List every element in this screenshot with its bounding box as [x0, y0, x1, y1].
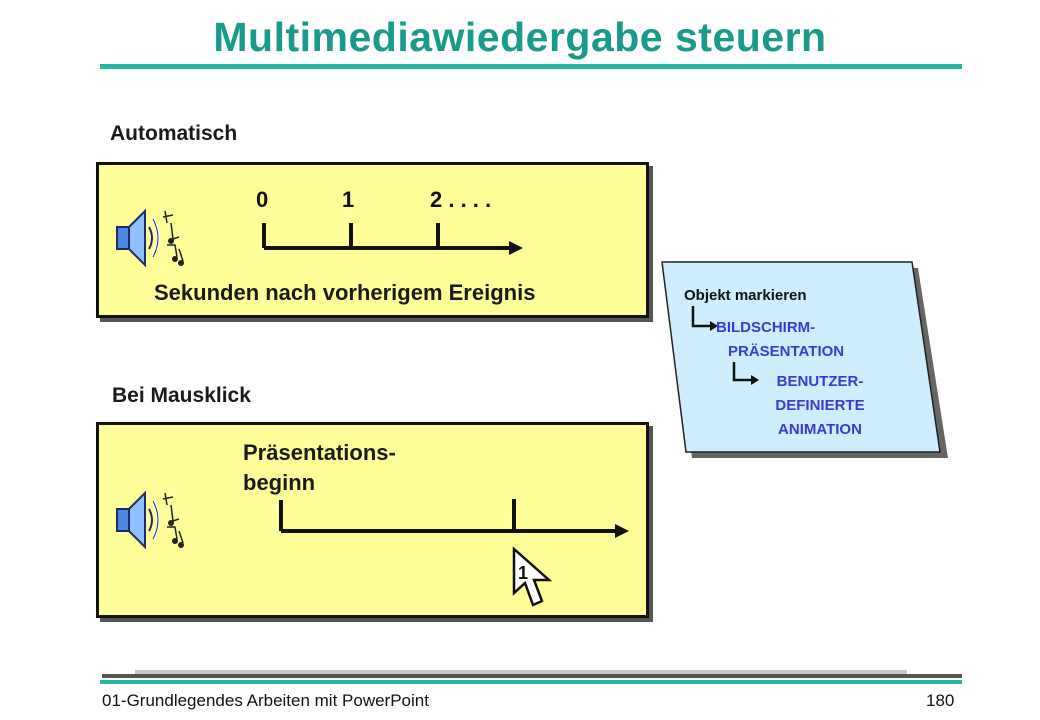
menu-step-slideshow-line2: PRÄSENTATION — [728, 343, 845, 360]
mouse-click-caption-line1: Präsentations- — [243, 440, 396, 465]
menu-step-select-object: Objekt markieren — [684, 287, 807, 304]
tick-label-2: 2 . . . . — [430, 187, 492, 212]
menu-path-callout: Objekt markieren BILDSCHIRM- PRÄSENTATIO… — [656, 258, 956, 468]
tick-label-1: 1 — [342, 187, 355, 212]
mouse-click-heading: Bei Mausklick — [112, 384, 251, 407]
menu-step-custom-animation-line1: BENUTZER- — [776, 373, 864, 390]
automatic-heading: Automatisch — [110, 122, 238, 145]
footer-page-number: 180 — [926, 691, 955, 710]
speaker-icon — [116, 208, 184, 268]
menu-path-arrows — [691, 306, 759, 385]
speaker-icon — [116, 490, 184, 550]
menu-step-custom-animation-line2: DEFINIERTE — [775, 397, 865, 414]
music-notes-icon — [162, 210, 184, 266]
title-divider — [100, 64, 962, 69]
mouse-click-caption-line2: beginn — [243, 470, 316, 495]
slide-title: Multimediawiedergabe steuern — [213, 14, 827, 60]
timeline-axis — [262, 223, 523, 255]
footer-divider-shadow — [135, 670, 907, 674]
footer-course-title: 01-Grundlegendes Arbeiten mit PowerPoint — [102, 691, 429, 710]
automatic-caption: Sekunden nach vorherigem Ereignis — [154, 280, 536, 305]
music-notes-icon — [162, 492, 184, 548]
footer-divider-dark — [102, 674, 962, 678]
menu-step-custom-animation-line3: ANIMATION — [778, 421, 862, 438]
footer-divider — [100, 680, 962, 684]
tick-label-0: 0 — [256, 187, 269, 212]
mouse-click-timeline — [279, 499, 629, 538]
mouse-click-panel: Präsentations- beginn 1 — [96, 422, 649, 618]
menu-step-slideshow-line1: BILDSCHIRM- — [716, 319, 816, 336]
svg-text:1: 1 — [518, 563, 528, 583]
mouse-pointer-icon: 1 — [512, 546, 553, 607]
automatic-panel: 0 1 2 . . . . Sekunden nach vorherigem E… — [96, 162, 649, 318]
